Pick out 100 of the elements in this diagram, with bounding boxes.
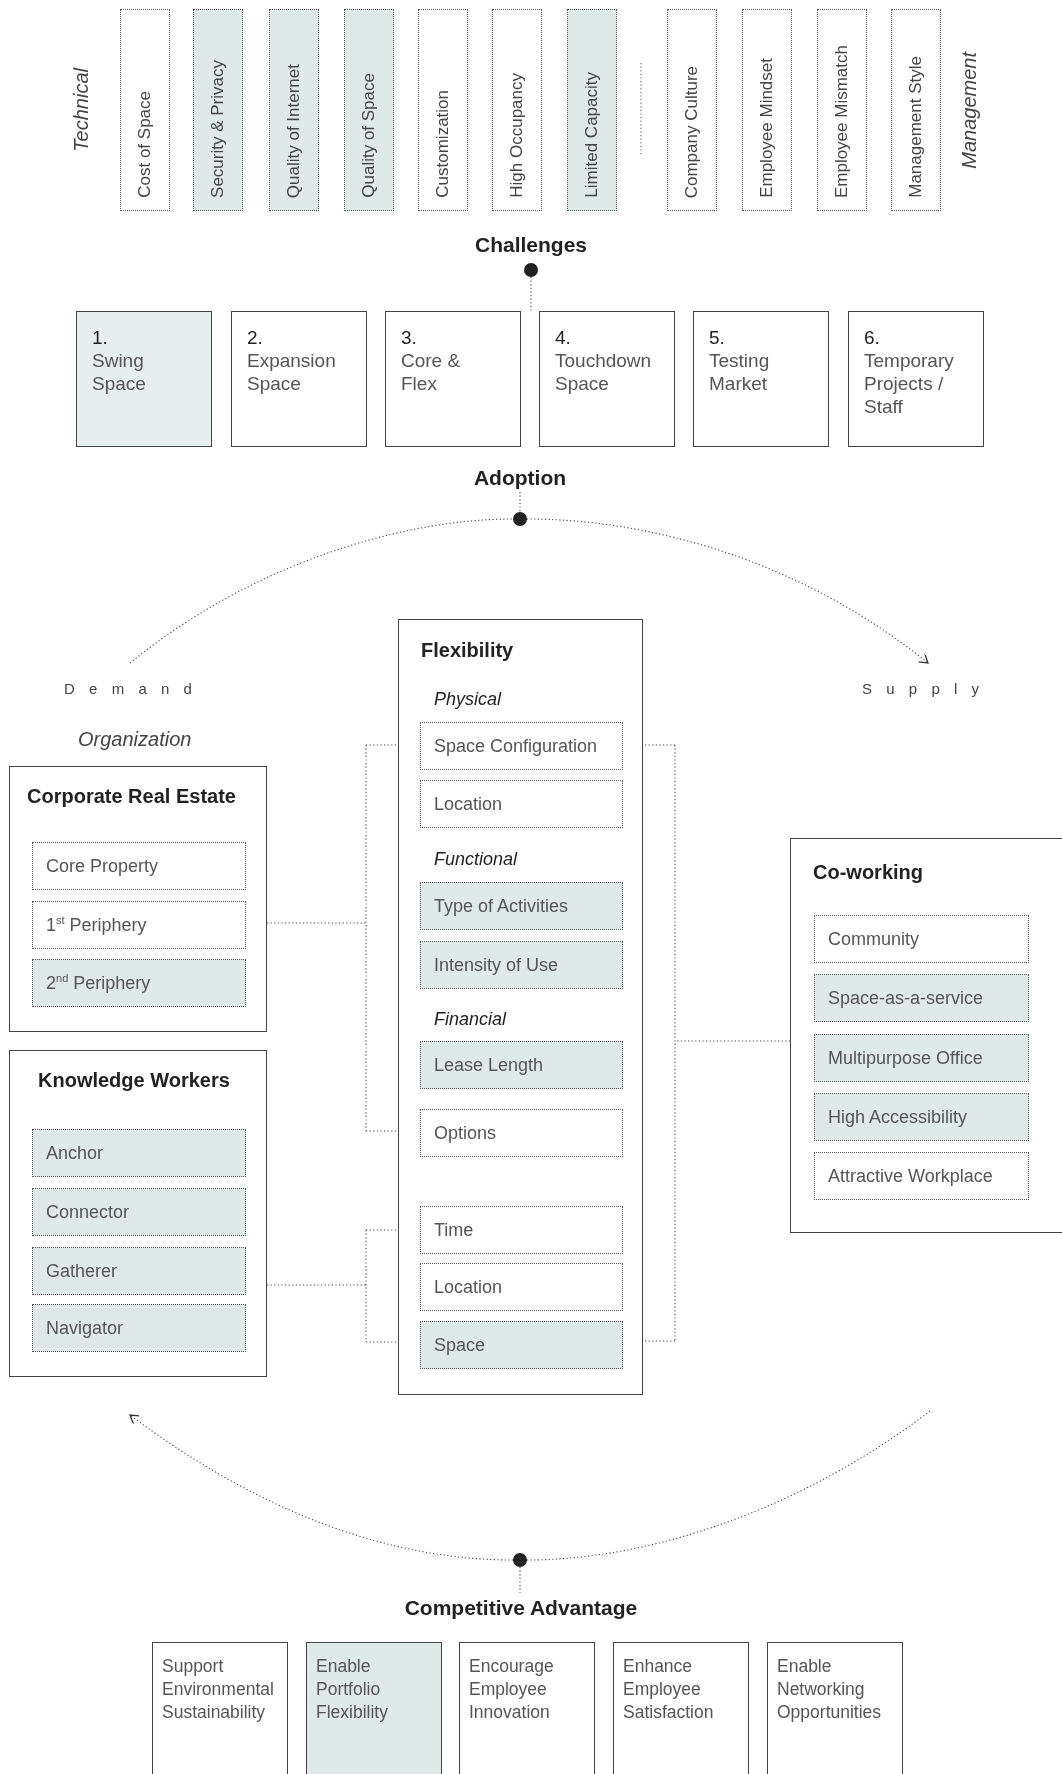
attribute-box	[420, 1109, 623, 1157]
factor-text: Cost of Space	[135, 91, 155, 198]
scenario-box	[848, 311, 984, 447]
factor-text: Employee Mindset	[757, 58, 777, 198]
connector-line	[519, 491, 521, 513]
advantage-text: Enhance Employee Satisfaction	[623, 1655, 715, 1724]
stage-heading: Adoption	[460, 464, 580, 492]
factor-box	[891, 9, 941, 211]
scenario-text: Touchdown Space	[555, 349, 651, 395]
panel-title: Knowledge Workers	[38, 1069, 230, 1092]
advantage-box	[459, 1642, 595, 1774]
attribute-box	[420, 1321, 623, 1369]
attribute-text: Core Property	[46, 855, 159, 877]
junction-dot	[513, 512, 527, 526]
attribute-box	[420, 882, 623, 930]
attribute-box	[32, 959, 246, 1007]
scenario-text: Temporary Projects / Staff	[864, 349, 955, 418]
scenario-box	[385, 311, 521, 447]
attribute-text: 2$^{nd}$ Periphery	[46, 972, 151, 994]
stage-heading: Competitive Advantage	[380, 1593, 662, 1623]
advantage-box	[306, 1642, 442, 1774]
advantage-text: Encourage Employee Innovation	[469, 1655, 555, 1724]
section-title: Challenges	[474, 233, 587, 257]
scenario-text: Testing Market	[709, 349, 771, 395]
scenario-number: 6.	[864, 326, 881, 349]
axis-word: Supply	[862, 663, 1012, 697]
side-label: Management	[958, 51, 981, 169]
attribute-box	[32, 1247, 246, 1295]
connector-line	[530, 276, 532, 312]
attribute-box	[420, 941, 623, 989]
attribute-text: 1$^{st}$ Periphery	[46, 914, 147, 936]
attribute-text: Time	[434, 1219, 474, 1241]
attribute-text: Location	[434, 793, 503, 815]
scenario-box	[231, 311, 367, 447]
attribute-box	[32, 901, 246, 949]
scenario-box	[76, 311, 212, 447]
factor-box	[418, 9, 468, 211]
scenario-number: 4.	[555, 326, 572, 349]
scenario-text: Swing Space	[92, 349, 147, 395]
category-panel	[9, 766, 267, 1032]
scenario-text: Core & Flex	[401, 349, 462, 395]
factor-text: Customization	[433, 90, 453, 198]
attribute-text: Options	[434, 1122, 497, 1144]
attribute-text: Space Configuration	[434, 735, 598, 757]
factor-box	[120, 9, 170, 211]
attribute-text: High Accessibility	[828, 1106, 968, 1128]
attribute-text: Multipurpose Office	[828, 1047, 983, 1069]
factor-box	[269, 9, 319, 211]
panel-title: Flexibility	[421, 639, 514, 662]
category-panel	[9, 1050, 267, 1377]
attribute-box	[32, 1129, 246, 1177]
scenario-number: 3.	[401, 326, 418, 349]
factor-text: High Occupancy	[507, 73, 527, 198]
advantage-box	[613, 1642, 749, 1774]
factor-text: Management Style	[906, 56, 926, 198]
scenario-number: 1.	[92, 326, 109, 349]
attribute-text: Gatherer	[46, 1260, 118, 1282]
attribute-text: Navigator	[46, 1317, 124, 1339]
factor-box	[742, 9, 792, 211]
connector-line	[642, 744, 791, 1342]
attribute-box	[420, 722, 623, 770]
factor-text: Limited Capacity	[582, 72, 602, 198]
factor-box	[667, 9, 717, 211]
section-heading: Financial	[434, 1009, 507, 1030]
factor-box	[344, 9, 394, 211]
attribute-box	[420, 1263, 623, 1311]
advantage-text: Support Environmental Sustainability	[162, 1655, 275, 1724]
attribute-box	[32, 1188, 246, 1236]
attribute-box	[32, 1304, 246, 1352]
attribute-box	[420, 1206, 623, 1254]
scenario-number: 2.	[247, 326, 264, 349]
connector-line	[266, 1229, 399, 1343]
connector-line	[519, 1566, 521, 1594]
connector-line	[129, 518, 514, 664]
attribute-text: Community	[828, 928, 920, 950]
category-panel	[790, 838, 1062, 1233]
connector-line	[266, 744, 399, 1132]
attribute-text: Intensity of Use	[434, 954, 559, 976]
advantage-box	[152, 1642, 288, 1774]
attribute-box	[420, 780, 623, 828]
scenario-box	[693, 311, 829, 447]
attribute-box	[814, 1152, 1029, 1200]
factor-box	[817, 9, 867, 211]
attribute-box	[814, 1034, 1029, 1082]
factor-text: Company Culture	[682, 65, 702, 198]
panel-title: Co-working	[813, 861, 923, 884]
scenario-number: 5.	[709, 326, 726, 349]
attribute-text: Lease Length	[434, 1054, 544, 1076]
attribute-text: Space-as-a-service	[828, 987, 984, 1009]
factor-text: Security & Privacy	[208, 60, 228, 198]
attribute-box	[32, 842, 246, 890]
panel-title: Corporate Real Estate	[27, 785, 236, 808]
factor-text: Employee Mismatch	[832, 44, 852, 198]
attribute-text: Type of Activities	[434, 895, 569, 917]
factor-box	[492, 9, 542, 211]
attribute-box	[814, 1093, 1029, 1141]
junction-dot	[524, 263, 538, 277]
factor-text: Quality of Internet	[284, 63, 304, 198]
scenario-box	[539, 311, 675, 447]
attribute-text: Space	[434, 1334, 486, 1356]
